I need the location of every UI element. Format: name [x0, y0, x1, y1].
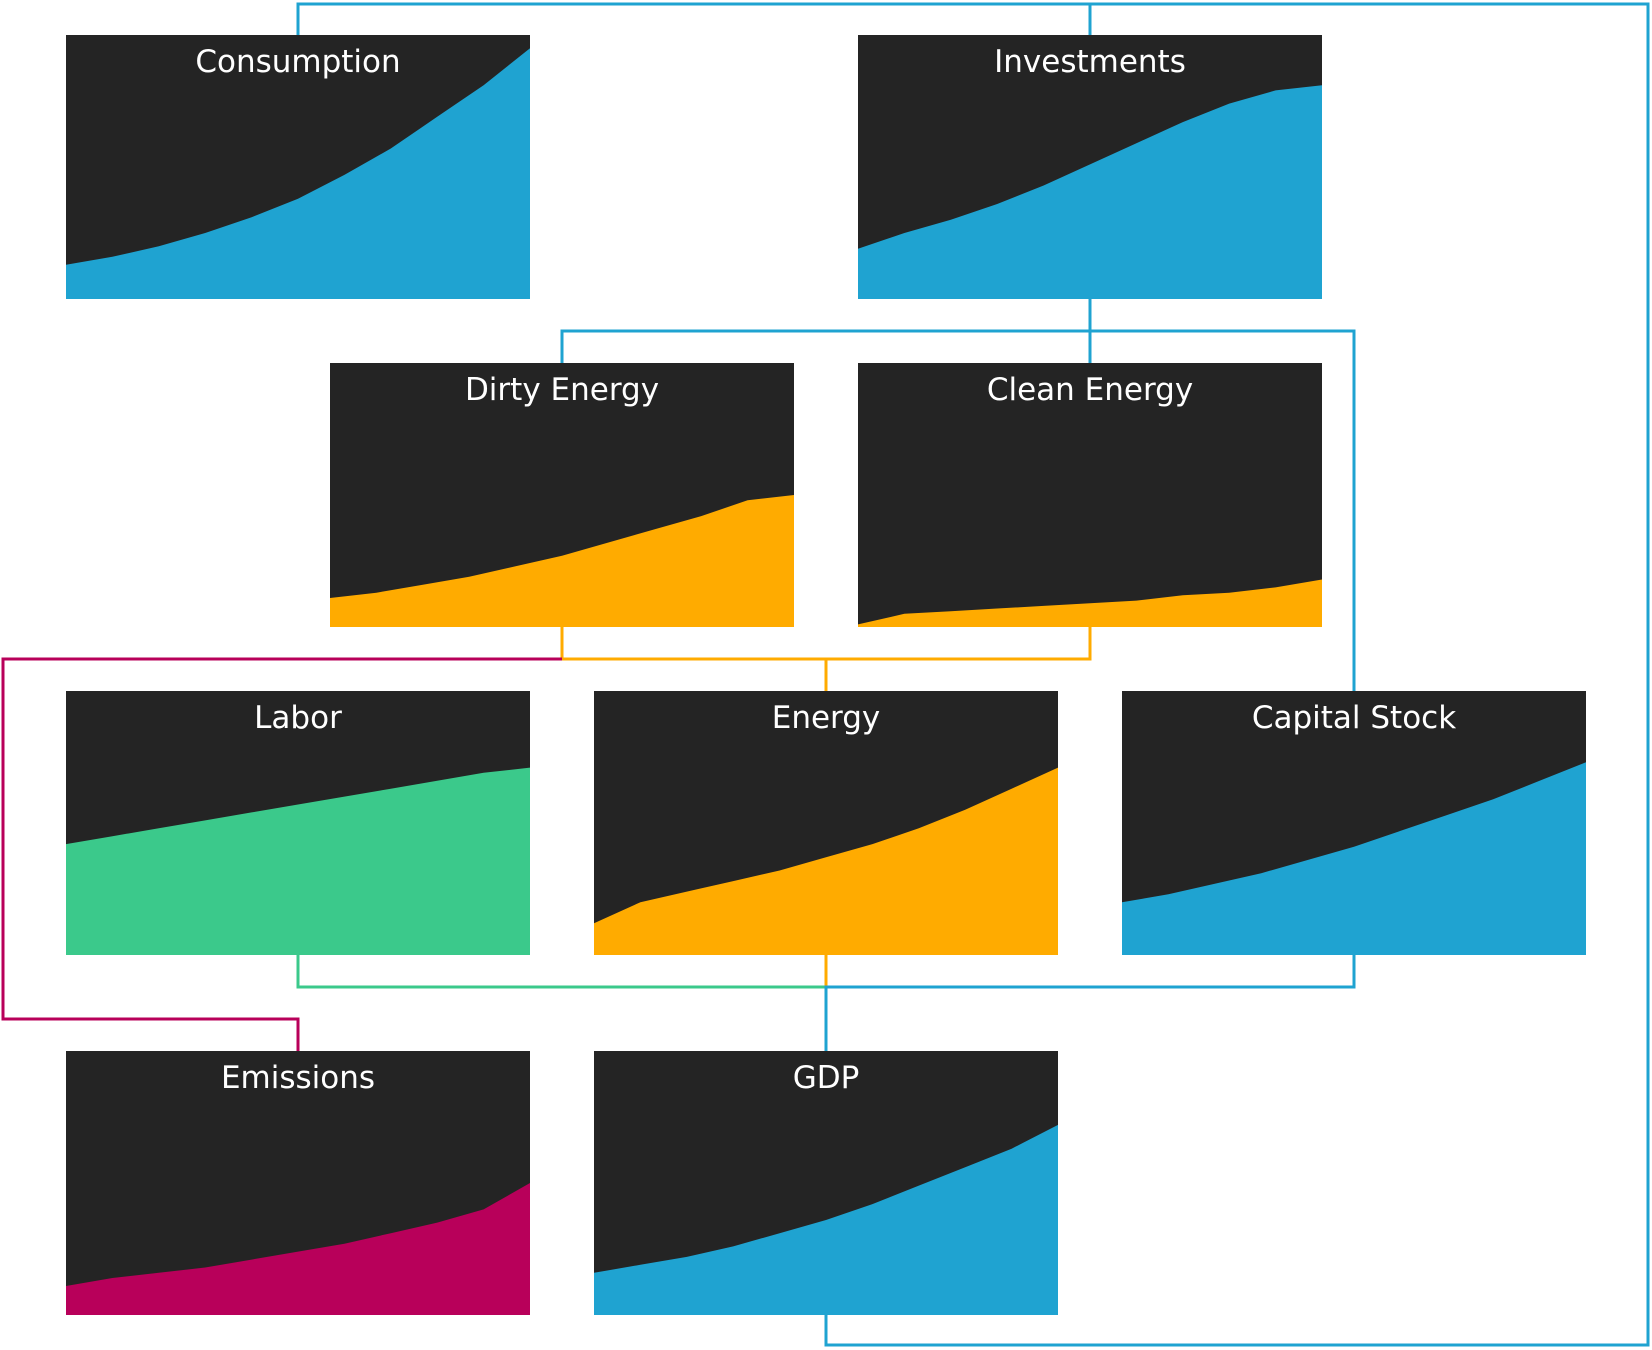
panel-investments: Investments — [858, 35, 1322, 299]
emissions-label: Emissions — [221, 1060, 375, 1096]
connector-line — [560, 627, 1092, 661]
connector-dirty-to-emissions — [1, 657, 562, 1051]
connector-line — [824, 955, 1356, 1051]
connector-gdp-to-consumption-investments — [296, 2, 1650, 1347]
connector-line — [296, 955, 826, 989]
connector-capital-to-gdp — [824, 955, 1356, 1051]
clean-energy-area — [858, 579, 1322, 627]
panel-emissions: Emissions — [66, 1051, 530, 1315]
connector-line — [560, 329, 1090, 363]
dirty-energy-label: Dirty Energy — [465, 372, 659, 408]
gdp-area — [594, 1124, 1058, 1315]
panel-energy: Energy — [594, 691, 1058, 955]
connector-investments-to-dirty-clean-capital — [560, 299, 1356, 691]
panel-background — [858, 363, 1322, 627]
energy-area — [594, 767, 1058, 955]
energy-label: Energy — [772, 700, 881, 736]
panel-consumption: Consumption — [66, 35, 530, 300]
consumption-area — [66, 48, 530, 300]
gdp-label: GDP — [793, 1060, 860, 1096]
clean-energy-label: Clean Energy — [987, 372, 1193, 408]
panel-capital-stock: Capital Stock — [1122, 691, 1586, 955]
panel-clean-energy: Clean Energy — [858, 363, 1322, 627]
consumption-label: Consumption — [195, 44, 400, 80]
investments-area — [858, 85, 1322, 299]
capital-stock-label: Capital Stock — [1252, 700, 1456, 736]
panel-labor: Labor — [66, 691, 530, 955]
connector-line — [1090, 329, 1356, 691]
capital-stock-area — [1122, 762, 1586, 955]
connector-line — [296, 2, 1650, 1347]
labor-area — [66, 767, 530, 955]
connector-line — [1, 657, 562, 1051]
labor-label: Labor — [254, 700, 342, 736]
investments-label: Investments — [994, 44, 1186, 80]
panel-dirty-energy: Dirty Energy — [330, 363, 794, 627]
panel-gdp: GDP — [594, 1051, 1058, 1315]
dirty-energy-area — [330, 495, 794, 627]
connector-labor-to-gdp — [296, 955, 826, 989]
emissions-area — [66, 1183, 530, 1315]
connector-dirty-clean-to-energy — [560, 627, 1092, 691]
